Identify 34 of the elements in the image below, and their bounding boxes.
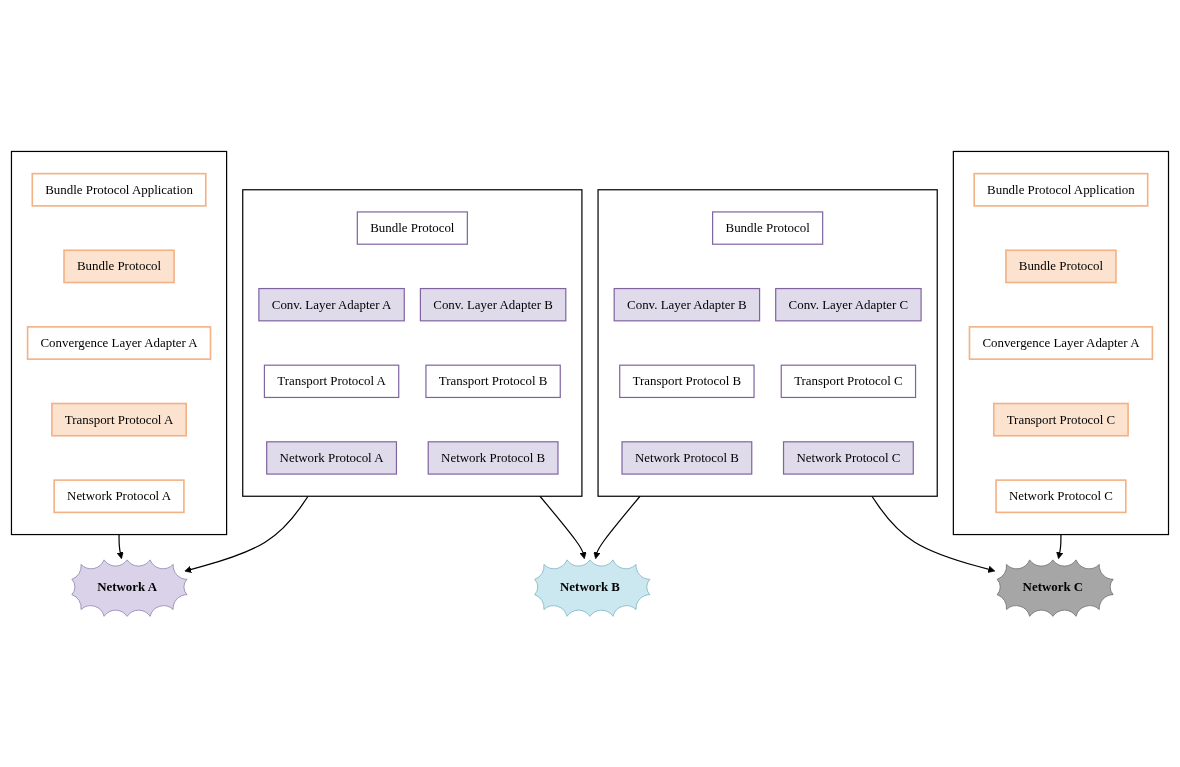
node-box: Network Protocol B [621, 440, 753, 475]
node-box: Network Protocol C [782, 440, 914, 475]
cluster [597, 188, 938, 497]
node-box: Conv. Layer Adapter B [613, 287, 761, 322]
arrow [539, 495, 587, 559]
node-box: Bundle Protocol [63, 249, 175, 283]
cluster [242, 188, 583, 497]
node-box: Bundle Protocol Application [31, 172, 207, 207]
node-box: Transport Protocol A [51, 402, 187, 437]
arrow [1056, 533, 1064, 559]
node-box: Conv. Layer Adapter A [258, 287, 405, 322]
node-box: Conv. Layer Adapter B [419, 287, 567, 322]
node-box: Bundle Protocol [356, 210, 468, 245]
node-box: Transport Protocol C [993, 402, 1129, 437]
cluster [10, 150, 228, 535]
node-box: Bundle Protocol [1005, 249, 1117, 283]
node-box: Transport Protocol B [619, 364, 755, 398]
node-box: Bundle Protocol Application [973, 172, 1149, 207]
node-box: Network Protocol A [266, 440, 398, 475]
arrow [184, 495, 309, 573]
node-box: Bundle Protocol [712, 210, 824, 245]
arrow [116, 533, 124, 559]
node-box: Convergence Layer Adapter A [968, 325, 1154, 360]
node-box: Transport Protocol A [263, 364, 400, 398]
node-box: Network Protocol B [427, 440, 559, 475]
node-box: Transport Protocol B [425, 364, 561, 398]
node-box: Conv. Layer Adapter C [775, 287, 922, 322]
node-box: Transport Protocol C [780, 364, 917, 398]
node-box: Convergence Layer Adapter A [26, 325, 212, 360]
node-box: Network Protocol C [995, 478, 1127, 513]
cluster [952, 150, 1170, 535]
arrow [871, 495, 996, 573]
arrow [593, 495, 641, 559]
node-box: Network Protocol A [53, 478, 185, 513]
